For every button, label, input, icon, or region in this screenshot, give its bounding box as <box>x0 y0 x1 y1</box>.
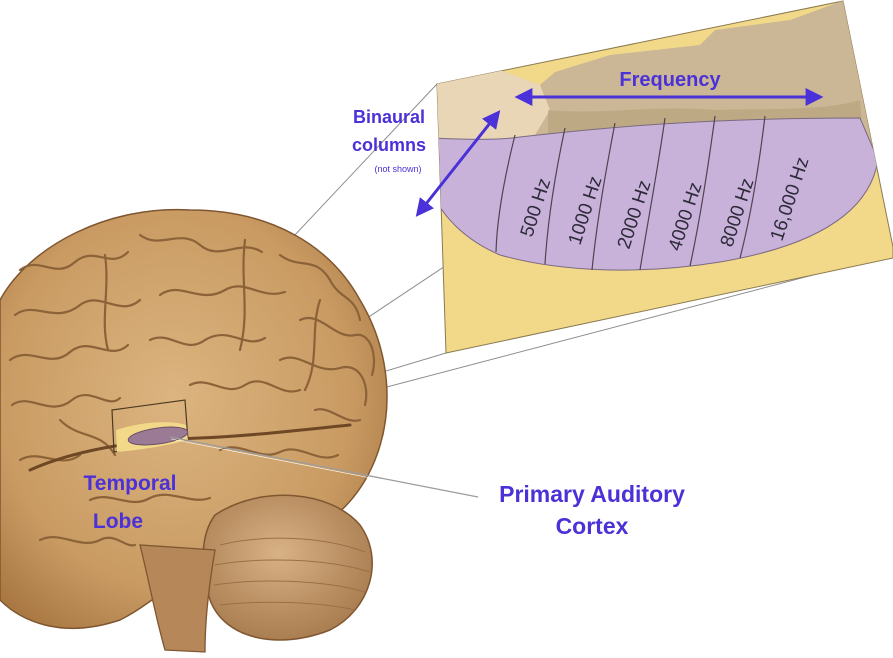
binaural-label-line1: Binaural <box>353 107 425 127</box>
brain-illustration <box>0 210 387 652</box>
binaural-note: (not shown) <box>374 164 421 174</box>
enlarged-cortex-panel: 500 Hz 1000 Hz 2000 Hz 4000 Hz 8000 Hz 1… <box>430 0 893 353</box>
primary-label-line1: Primary Auditory <box>499 481 685 507</box>
temporal-label-line1: Temporal <box>84 472 177 495</box>
primary-label-line2: Cortex <box>556 513 629 539</box>
cerebellum <box>203 495 372 640</box>
temporal-label-line2: Lobe <box>93 510 143 533</box>
binaural-label-line2: columns <box>352 135 426 155</box>
frequency-label: Frequency <box>619 69 721 91</box>
